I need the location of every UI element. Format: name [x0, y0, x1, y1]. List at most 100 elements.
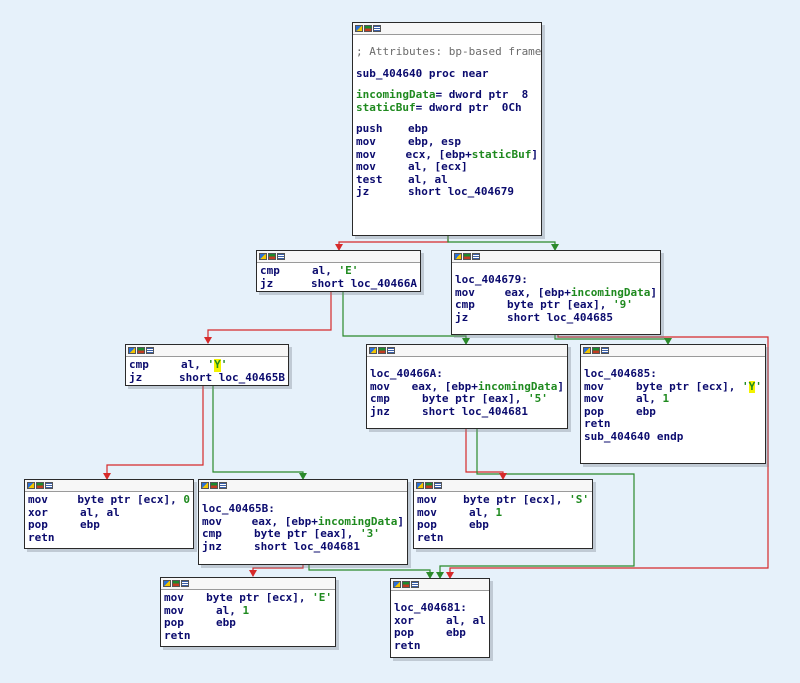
block-header: [353, 23, 541, 35]
mnemonic: mov: [356, 147, 376, 161]
text-mode-icon[interactable]: [411, 581, 419, 588]
view-icon[interactable]: [210, 482, 218, 489]
mnemonic: mov: [417, 505, 437, 519]
operand: ]: [650, 285, 657, 299]
text-mode-icon[interactable]: [601, 347, 609, 354]
mnemonic: mov: [164, 591, 184, 604]
view-icon[interactable]: [36, 482, 44, 489]
view-icon[interactable]: [268, 253, 276, 260]
operand: ebp: [469, 518, 489, 532]
arrowhead: [462, 338, 470, 345]
view-icon[interactable]: [463, 253, 471, 260]
graph-color-icon[interactable]: [393, 581, 401, 588]
graph-color-icon[interactable]: [416, 482, 424, 489]
text-mode-icon[interactable]: [146, 347, 154, 354]
text-mode-icon[interactable]: [472, 253, 480, 260]
graph-color-icon[interactable]: [259, 253, 267, 260]
mnemonic: cmp: [455, 298, 475, 312]
mnemonic: retn: [584, 417, 611, 431]
view-icon[interactable]: [364, 25, 372, 32]
text-mode-icon[interactable]: [45, 482, 53, 489]
view-icon[interactable]: [425, 482, 433, 489]
graph-color-icon[interactable]: [583, 347, 591, 354]
arrowhead: [103, 473, 111, 480]
graph-color-icon[interactable]: [128, 347, 136, 354]
code-line: loc_40465B:: [202, 502, 404, 516]
block-header: [452, 251, 660, 263]
operand: ecx, [ebp+: [405, 147, 472, 161]
operand: al, [ecx]: [408, 160, 468, 174]
operand: byte ptr [ecx],: [77, 493, 184, 506]
view-icon[interactable]: [137, 347, 145, 354]
operand: ]: [557, 379, 564, 393]
code-block-sub_404640[interactable]: ; Attributes: bp-based frame sub_404640 p…: [352, 22, 542, 236]
view-icon[interactable]: [402, 581, 410, 588]
operand-literal: 1: [662, 392, 670, 406]
block-header: [161, 578, 335, 590]
spacer: [356, 114, 538, 123]
operand: byte ptr [eax],: [422, 392, 528, 406]
operand: al,: [181, 358, 208, 371]
text-mode-icon[interactable]: [219, 482, 227, 489]
graph-color-icon[interactable]: [355, 25, 363, 32]
var-decl: = dword ptr 8: [435, 88, 529, 102]
arrowhead: [335, 244, 343, 251]
mnemonic: jz: [356, 185, 370, 199]
operand-literal: staticBuf: [471, 147, 532, 161]
graph-color-icon[interactable]: [454, 253, 462, 260]
view-icon[interactable]: [378, 347, 386, 354]
graph-color-icon[interactable]: [201, 482, 209, 489]
view-icon[interactable]: [172, 580, 180, 587]
operand: byte ptr [ecx],: [463, 493, 570, 506]
text-mode-icon[interactable]: [277, 253, 285, 260]
operand-literal: 'E': [338, 264, 359, 277]
comment-text: ; Attributes: bp-based frame: [356, 45, 542, 58]
graph-color-icon[interactable]: [27, 482, 35, 489]
text-mode-icon[interactable]: [181, 580, 189, 587]
edge-n0-n1-false: [338, 235, 449, 250]
block-header: [414, 480, 592, 492]
code-text: loc_404681:: [394, 601, 467, 614]
operand-literal: incomingData: [570, 285, 651, 299]
code-line: sub_404640 proc near: [356, 67, 538, 81]
operand: byte ptr [eax],: [254, 527, 360, 541]
graph-color-icon[interactable]: [163, 580, 171, 587]
text-mode-icon[interactable]: [434, 482, 442, 489]
operand-literal: ': [741, 379, 749, 393]
operand-literal: '5': [527, 392, 548, 406]
operand: short loc_40466A: [311, 276, 417, 290]
block-header: [257, 251, 420, 263]
text-mode-icon[interactable]: [373, 25, 381, 32]
mnemonic: pop: [28, 518, 48, 532]
graph-color-icon[interactable]: [369, 347, 377, 354]
operand: short loc_404681: [422, 404, 528, 418]
mnemonic: mov: [370, 379, 390, 393]
code-line: retn: [417, 531, 589, 545]
text-mode-icon[interactable]: [387, 347, 395, 354]
arrowhead: [551, 244, 559, 251]
view-icon[interactable]: [592, 347, 600, 354]
